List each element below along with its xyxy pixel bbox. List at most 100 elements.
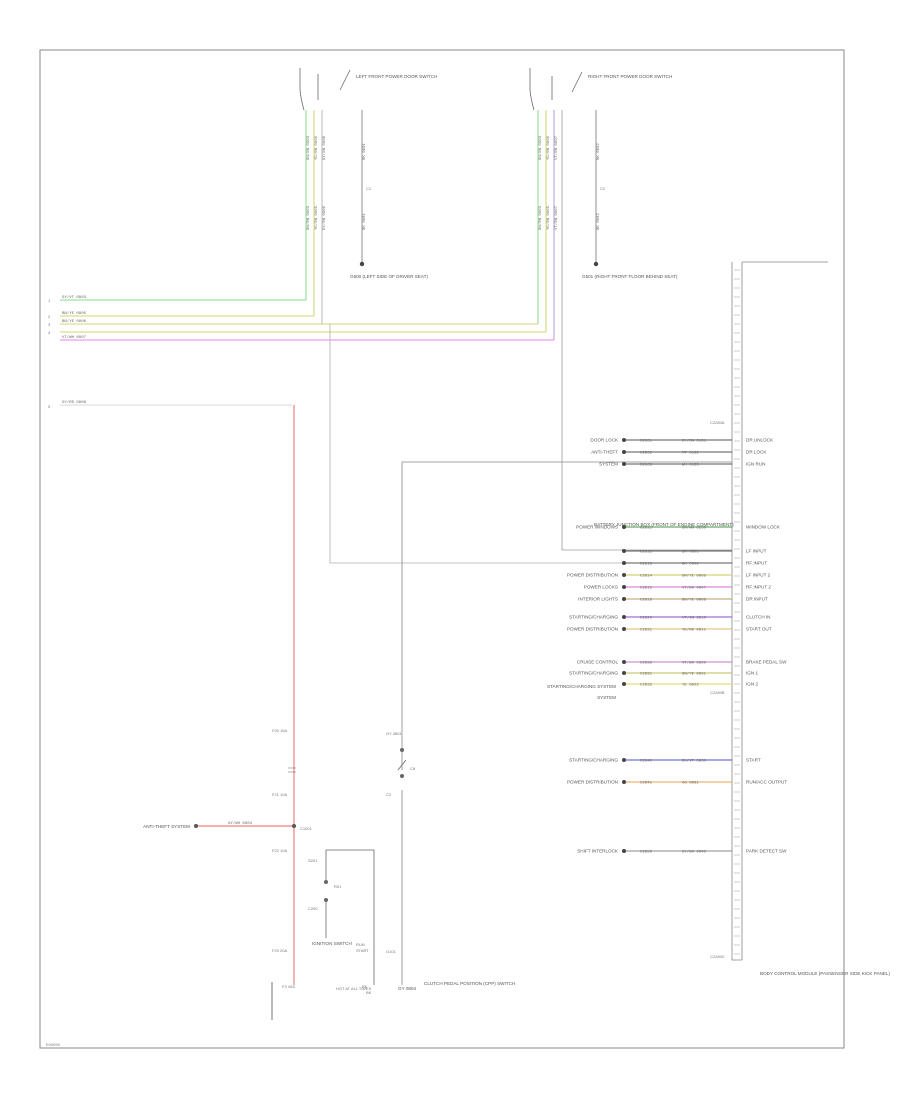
module-row-function: RUN/ACC OUTPUT bbox=[746, 780, 787, 785]
module-row-wire-code: WH 0133 bbox=[682, 464, 699, 468]
module-row-wire-code: GN/WH 0250 bbox=[682, 526, 707, 531]
ign-c: C250 bbox=[308, 906, 318, 911]
fuse-label-4: F23 20A bbox=[272, 948, 287, 953]
lf-wire-2: YE/BN 0905 bbox=[314, 135, 319, 160]
ignition-switch: R01 S201 C250 IGNITION SWITCH RUN START … bbox=[308, 849, 375, 989]
rf-wire-1: GN/BN 0903 bbox=[538, 135, 543, 160]
lf-ground-wire-b: BK 0601 bbox=[363, 213, 367, 230]
module-row-system: DOOR LOCK bbox=[590, 438, 619, 443]
ref-1-wire: GY/VT 0903 bbox=[62, 295, 87, 300]
ref-5-wire: GY/RD 0908 bbox=[62, 400, 87, 405]
module-mid: C2280B bbox=[710, 690, 725, 695]
ref-2-num: 2 bbox=[48, 314, 51, 319]
brake-ign-wire: GY 0804 bbox=[398, 986, 416, 991]
ref-4-wire: VT/WH 0907 bbox=[62, 335, 87, 340]
power-feed: ANTI-THEFT SYSTEM GY/WH 0904 F20 15A F21… bbox=[143, 405, 313, 1020]
module-row-wire-code: VT/WH 0907 bbox=[682, 586, 707, 591]
module-row-function: RF INPUT 2 bbox=[746, 585, 771, 590]
rf-wire-3: VT/BN 0907 bbox=[554, 135, 559, 160]
rf-wire-3b: VT/BN 0907 bbox=[554, 205, 559, 230]
module-row-wire-code: GN/YE 0921 bbox=[682, 672, 707, 677]
clutch-switch: C8 GY 0801 C2 G101 GY 0804 CLUTCH PEDAL … bbox=[336, 461, 732, 995]
rf-wire-1b: GN/BN 0903 bbox=[538, 205, 543, 230]
extra-row-2: SYSTEM bbox=[597, 695, 616, 700]
lf-wire-3: GY/BN 0906 bbox=[322, 135, 327, 160]
hot-at-all: HOT AT ALL TIMES bbox=[336, 986, 371, 991]
ignition-name: IGNITION SWITCH bbox=[312, 941, 352, 946]
lf-wire-3b: GY/BN 0906 bbox=[322, 205, 327, 230]
module-row-system: POWER DISTRIBUTION bbox=[567, 780, 618, 785]
module-row-node bbox=[622, 525, 626, 529]
module-row-system: SYSTEM bbox=[599, 462, 618, 467]
fuse-label-2: F21 10A bbox=[272, 792, 287, 797]
rf-ground-wire: BK 0602 bbox=[597, 143, 601, 160]
module-row-pin: C2816 bbox=[640, 599, 653, 603]
module-row-function: PARK DETECT SW bbox=[746, 849, 787, 854]
module-row-wire-code: GY/BN 0131 bbox=[682, 439, 707, 444]
module-row-wire-code: OG 0931 bbox=[682, 782, 699, 786]
module-foot: C2280C bbox=[710, 954, 725, 959]
left-front-switch: LEFT FRONT POWER DOOR SWITCH GN/BN 0903 … bbox=[299, 68, 437, 324]
lf-ground-node bbox=[359, 261, 365, 267]
brake-pin: C8 bbox=[410, 766, 416, 771]
brake-gd: G101 bbox=[386, 949, 397, 954]
module-row-node bbox=[622, 671, 626, 675]
module-row-wire-code: GN/YE 0905 bbox=[682, 574, 707, 579]
rf-ground-node bbox=[593, 261, 599, 267]
lf-wire-2b: YE/BN 0905 bbox=[314, 205, 319, 230]
module-row-node bbox=[622, 660, 626, 664]
module-row-wire-code: VT 0132 bbox=[682, 452, 699, 456]
module-row-system: POWER DISTRIBUTION bbox=[567, 573, 618, 578]
module-row-pin: C2821 bbox=[640, 629, 653, 633]
module-row-node bbox=[622, 615, 626, 619]
left-front-switch-name: LEFT FRONT POWER DOOR SWITCH bbox=[356, 74, 437, 79]
module-row-wire-code: BN/YE 0906 bbox=[682, 598, 707, 603]
module-row-pin: C2814 bbox=[640, 575, 653, 579]
module-row-system: POWER LOCKS bbox=[584, 585, 618, 590]
module-name: BODY CONTROL MODULE (PASSENGER SIDE KICK… bbox=[760, 971, 890, 976]
fuse-label-3: F22 10A bbox=[272, 848, 287, 853]
module-row-node bbox=[622, 780, 626, 784]
module-row-pin: C2832 bbox=[640, 684, 653, 688]
module-row-node bbox=[622, 561, 626, 565]
rf-pin: C2 bbox=[600, 186, 606, 191]
ref-1-num: 1 bbox=[48, 298, 51, 303]
module-row-pin: C2803 bbox=[640, 464, 653, 468]
fuse-feed-sys: ANTI-THEFT SYSTEM bbox=[143, 824, 190, 829]
module-row-function: RF INPUT bbox=[746, 561, 767, 566]
module-row-system: SHIFT INTERLOCK bbox=[577, 849, 619, 854]
brake-switch-name: CLUTCH PEDAL POSITION (CPP) SWITCH bbox=[424, 981, 515, 986]
right-front-switch-name: RIGHT FRONT POWER DOOR SWITCH bbox=[588, 74, 672, 79]
module-row-pin: C2801 bbox=[640, 440, 653, 444]
module-row-function: IGN 2 bbox=[746, 682, 758, 687]
ref-5-num: 5 bbox=[48, 404, 51, 409]
module-row-system: INTERIOR LIGHTS bbox=[578, 597, 618, 602]
module-row-pin: C2820 bbox=[640, 617, 653, 621]
lf-wire-labels: GN/BN 0903 YE/BN 0905 GY/BN 0906 GN/BN 0… bbox=[306, 135, 372, 230]
relay-label: R01 bbox=[334, 884, 342, 889]
module-row-node bbox=[622, 450, 626, 454]
module-row-system: ANTI-THEFT bbox=[591, 450, 618, 455]
fuse-c: C1001 bbox=[300, 826, 313, 831]
module-row-system: CRUISE CONTROL bbox=[577, 660, 619, 665]
ref-3-num: 3 bbox=[48, 322, 51, 327]
ground-left-name: G600 (LEFT SIDE OF DRIVER SEAT) bbox=[350, 274, 428, 279]
module-row-pin: C2802 bbox=[640, 452, 653, 456]
run-label: RUN bbox=[356, 942, 365, 947]
ign-pin: S201 bbox=[308, 858, 318, 863]
module-row-node bbox=[622, 462, 626, 466]
module-row-function: LF INPUT 2 bbox=[746, 573, 771, 578]
module-row-pin: C2815 bbox=[640, 587, 653, 591]
module-pin-ticks bbox=[734, 269, 740, 955]
footer-code: E00090 bbox=[46, 1042, 61, 1047]
module-row-pin: C2840 bbox=[640, 760, 653, 764]
